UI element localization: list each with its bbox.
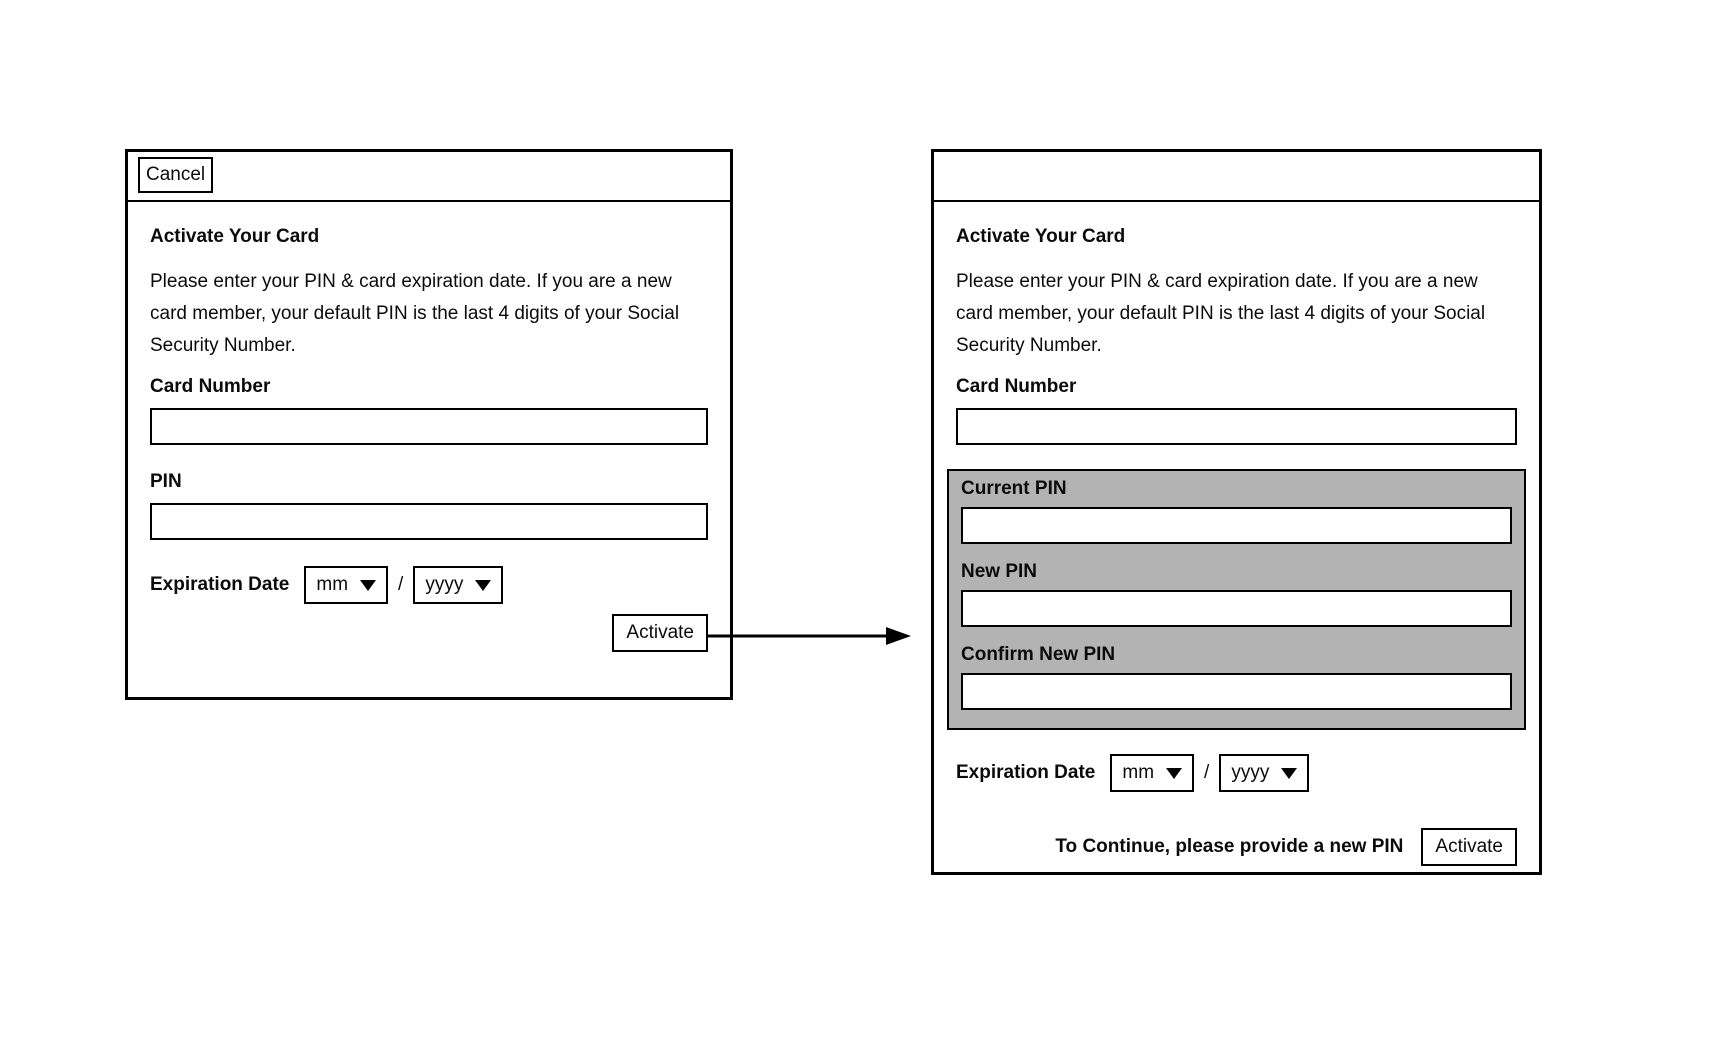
page-title: Activate Your Card <box>150 226 320 247</box>
pin-input[interactable] <box>150 503 708 540</box>
expiration-year-value: yyyy <box>425 574 464 595</box>
date-separator: / <box>398 574 404 595</box>
page-title: Activate Your Card <box>956 226 1126 247</box>
date-separator: / <box>1204 762 1210 783</box>
panel-body: Activate Your Card Please enter your PIN… <box>934 202 1539 872</box>
panel-header <box>934 152 1539 202</box>
dropdown-arrow-icon <box>360 579 377 591</box>
panel-header: Cancel <box>128 152 730 202</box>
expiration-date-row: Expiration Date mm / yyyy <box>956 754 1517 792</box>
card-number-input[interactable] <box>956 408 1517 445</box>
expiration-date-label: Expiration Date <box>956 762 1096 783</box>
cancel-button[interactable]: Cancel <box>138 157 214 193</box>
card-activation-panel-new-pin: Activate Your Card Please enter your PIN… <box>931 149 1542 875</box>
current-pin-label: Current PIN <box>961 478 1067 499</box>
current-pin-input[interactable] <box>961 507 1512 544</box>
confirm-new-pin-input[interactable] <box>961 673 1512 710</box>
expiration-month-value: mm <box>1122 762 1155 783</box>
activate-button[interactable]: Activate <box>612 614 708 652</box>
expiration-year-dropdown[interactable]: yyyy <box>413 566 504 604</box>
spacer <box>150 540 708 566</box>
expiration-date-row: Expiration Date mm / yyyy <box>150 566 708 604</box>
expiration-date-label: Expiration Date <box>150 574 290 595</box>
new-pin-input[interactable] <box>961 590 1512 627</box>
spacer <box>150 445 708 471</box>
card-number-input[interactable] <box>150 408 708 445</box>
instructions-text: Please enter your PIN & card expiration … <box>150 271 680 356</box>
new-pin-label: New PIN <box>961 561 1038 582</box>
confirm-new-pin-label: Confirm New PIN <box>961 644 1116 665</box>
flow-arrow-icon <box>706 627 911 645</box>
card-number-label: Card Number <box>150 376 271 397</box>
card-number-label: Card Number <box>956 376 1077 397</box>
dropdown-arrow-icon <box>1166 767 1183 779</box>
expiration-month-dropdown[interactable]: mm <box>304 566 389 604</box>
pin-section: Current PIN New PIN Confirm New PIN <box>947 469 1526 730</box>
expiration-year-dropdown[interactable]: yyyy <box>1219 754 1310 792</box>
dropdown-arrow-icon <box>1281 767 1298 779</box>
expiration-year-value: yyyy <box>1231 762 1270 783</box>
expiration-month-value: mm <box>316 574 349 595</box>
card-activation-panel-initial: Cancel Activate Your Card Please enter y… <box>125 149 733 700</box>
activate-button[interactable]: Activate <box>1421 828 1517 866</box>
pin-label: PIN <box>150 471 182 492</box>
dropdown-arrow-icon <box>475 579 492 591</box>
panel-body: Activate Your Card Please enter your PIN… <box>128 202 730 697</box>
instructions-text: Please enter your PIN & card expiration … <box>956 271 1486 356</box>
new-pin-required-note: To Continue, please provide a new PIN <box>1055 836 1404 857</box>
spacer <box>956 730 1517 754</box>
expiration-month-dropdown[interactable]: mm <box>1110 754 1195 792</box>
footer-row: To Continue, please provide a new PIN Ac… <box>956 828 1517 866</box>
